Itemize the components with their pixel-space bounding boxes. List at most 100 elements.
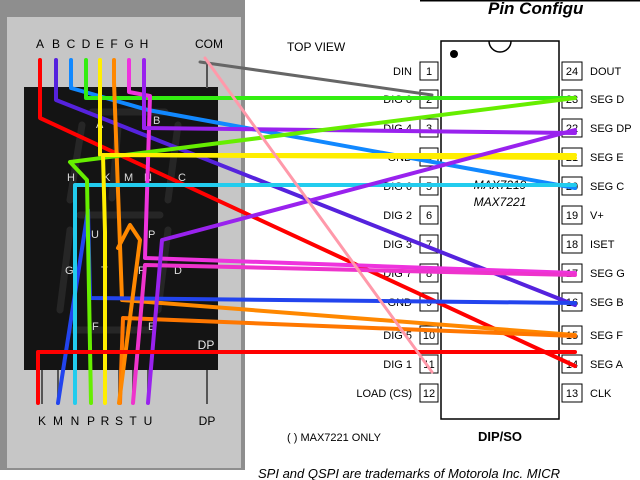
pin-label-s: S bbox=[115, 414, 123, 428]
segment-letter-k: K bbox=[103, 172, 111, 184]
pin-label-e: E bbox=[96, 37, 104, 51]
wire-H bbox=[142, 58, 577, 135]
pin-box bbox=[561, 383, 583, 403]
chip-notch bbox=[488, 40, 512, 53]
chip-pin-1: 1 DIN bbox=[393, 61, 439, 81]
pin-name-din: DIN bbox=[393, 66, 412, 78]
wire-P bbox=[101, 153, 577, 405]
pin-number: 12 bbox=[423, 388, 435, 400]
pin-label-dp-bottom: DP bbox=[199, 414, 216, 428]
segment-letter-r: R bbox=[138, 265, 146, 277]
pin-label-b: B bbox=[52, 37, 60, 51]
chip-pin-24: 24 DOUT bbox=[561, 61, 621, 81]
wire-D bbox=[84, 58, 577, 100]
chip-part-max7221: MAX7221 bbox=[474, 195, 527, 209]
pin-name-v: V+ bbox=[590, 210, 604, 222]
pin-number: 10 bbox=[423, 330, 435, 342]
pin-box bbox=[561, 61, 583, 81]
pin-label-k: K bbox=[38, 414, 46, 428]
segment-letter-h: H bbox=[67, 172, 75, 184]
segment-letter-u: U bbox=[91, 229, 99, 241]
wire-B bbox=[54, 58, 577, 307]
pin-number: 13 bbox=[566, 388, 578, 400]
pin-label-n: N bbox=[71, 414, 80, 428]
segment-letter-g: G bbox=[65, 265, 74, 277]
segment-letter-f: F bbox=[92, 321, 99, 333]
pin-name-dig-1: DIG 1 bbox=[383, 359, 412, 371]
segment-letter-b: B bbox=[153, 115, 160, 127]
pin-box bbox=[419, 383, 439, 403]
pin-number: 7 bbox=[426, 239, 432, 251]
wire-COM bbox=[198, 60, 434, 97]
pin-number: 8 bbox=[426, 268, 432, 280]
wire-T bbox=[131, 263, 577, 405]
pin-name-seg-f: SEG F bbox=[590, 330, 623, 342]
pin-name-load-cs: LOAD (CS) bbox=[356, 388, 412, 400]
pin-label-m: M bbox=[53, 414, 63, 428]
top-view-label: TOP VIEW bbox=[287, 40, 346, 54]
package-label: DIP/SO bbox=[478, 429, 522, 444]
pin-name-seg-dp: SEG DP bbox=[590, 123, 632, 135]
pin-name-seg-g: SEG G bbox=[590, 268, 625, 280]
segment-lower-right bbox=[154, 226, 172, 314]
wire-A bbox=[38, 58, 577, 368]
pin1-marker bbox=[450, 50, 458, 58]
pin-name-seg-e: SEG E bbox=[590, 152, 624, 164]
pin-number: 6 bbox=[426, 210, 432, 222]
segment-upper-right bbox=[164, 121, 182, 204]
pin-box bbox=[419, 61, 439, 81]
wire-M bbox=[73, 183, 577, 405]
pin-number: 24 bbox=[566, 66, 578, 78]
trademark-footer: SPI and QSPI are trademarks of Motorola … bbox=[258, 466, 560, 480]
wire-pink bbox=[203, 56, 434, 374]
pin-label-u: U bbox=[144, 414, 153, 428]
pin-name-clk: CLK bbox=[590, 388, 612, 400]
wires bbox=[36, 56, 577, 405]
pin-name-seg-a: SEG A bbox=[590, 359, 624, 371]
segment-letter-d: D bbox=[174, 265, 182, 277]
wire-DP bbox=[36, 350, 577, 405]
pin-name-dig-3: DIG 3 bbox=[383, 239, 412, 251]
wire-U bbox=[146, 128, 577, 405]
pin-label-t: T bbox=[129, 414, 137, 428]
chip-pin-12: 12 LOAD (CS) bbox=[356, 383, 439, 403]
pin-number: 19 bbox=[566, 210, 578, 222]
pin-number: 1 bbox=[426, 66, 432, 78]
pin-label-h: H bbox=[140, 37, 149, 51]
pin-box bbox=[561, 205, 583, 225]
pin-name-iset: ISET bbox=[590, 239, 615, 251]
pin-number: 18 bbox=[566, 239, 578, 251]
pin-name-dout: DOUT bbox=[590, 66, 621, 78]
pin-label-com: COM bbox=[195, 37, 223, 51]
segment-letter-p: P bbox=[148, 229, 155, 241]
pin-label-p: P bbox=[87, 414, 95, 428]
pin-number: 11 bbox=[423, 359, 434, 371]
chip-pin-19: 19 V+ bbox=[561, 205, 604, 225]
pin-label-f: F bbox=[110, 37, 117, 51]
segment-letter-e: E bbox=[148, 321, 155, 333]
pin-label-dp-inner: DP bbox=[198, 338, 215, 352]
wire-N bbox=[68, 96, 577, 405]
datasheet-title: Pin Configu bbox=[488, 0, 584, 18]
segment-letter-c: C bbox=[178, 172, 186, 184]
segment-lower-left bbox=[56, 226, 74, 314]
pin-name-seg-b: SEG B bbox=[590, 297, 624, 309]
pin-label-c: C bbox=[67, 37, 76, 51]
footnote-label: ( ) MAX7221 ONLY bbox=[287, 432, 382, 444]
pin-number: 3 bbox=[426, 123, 432, 135]
pin-name-dig-2: DIG 2 bbox=[383, 210, 412, 222]
pin-box bbox=[419, 205, 439, 225]
chip-pin-6: 6 DIG 2 bbox=[383, 205, 439, 225]
pin-name-seg-d: SEG D bbox=[590, 94, 624, 106]
pin-label-r: R bbox=[101, 414, 110, 428]
pin-box bbox=[561, 234, 583, 254]
pin-name-seg-c: SEG C bbox=[590, 181, 624, 193]
chip-pin-13: 13 CLK bbox=[561, 383, 612, 403]
segment-letter-m: M bbox=[124, 172, 133, 184]
